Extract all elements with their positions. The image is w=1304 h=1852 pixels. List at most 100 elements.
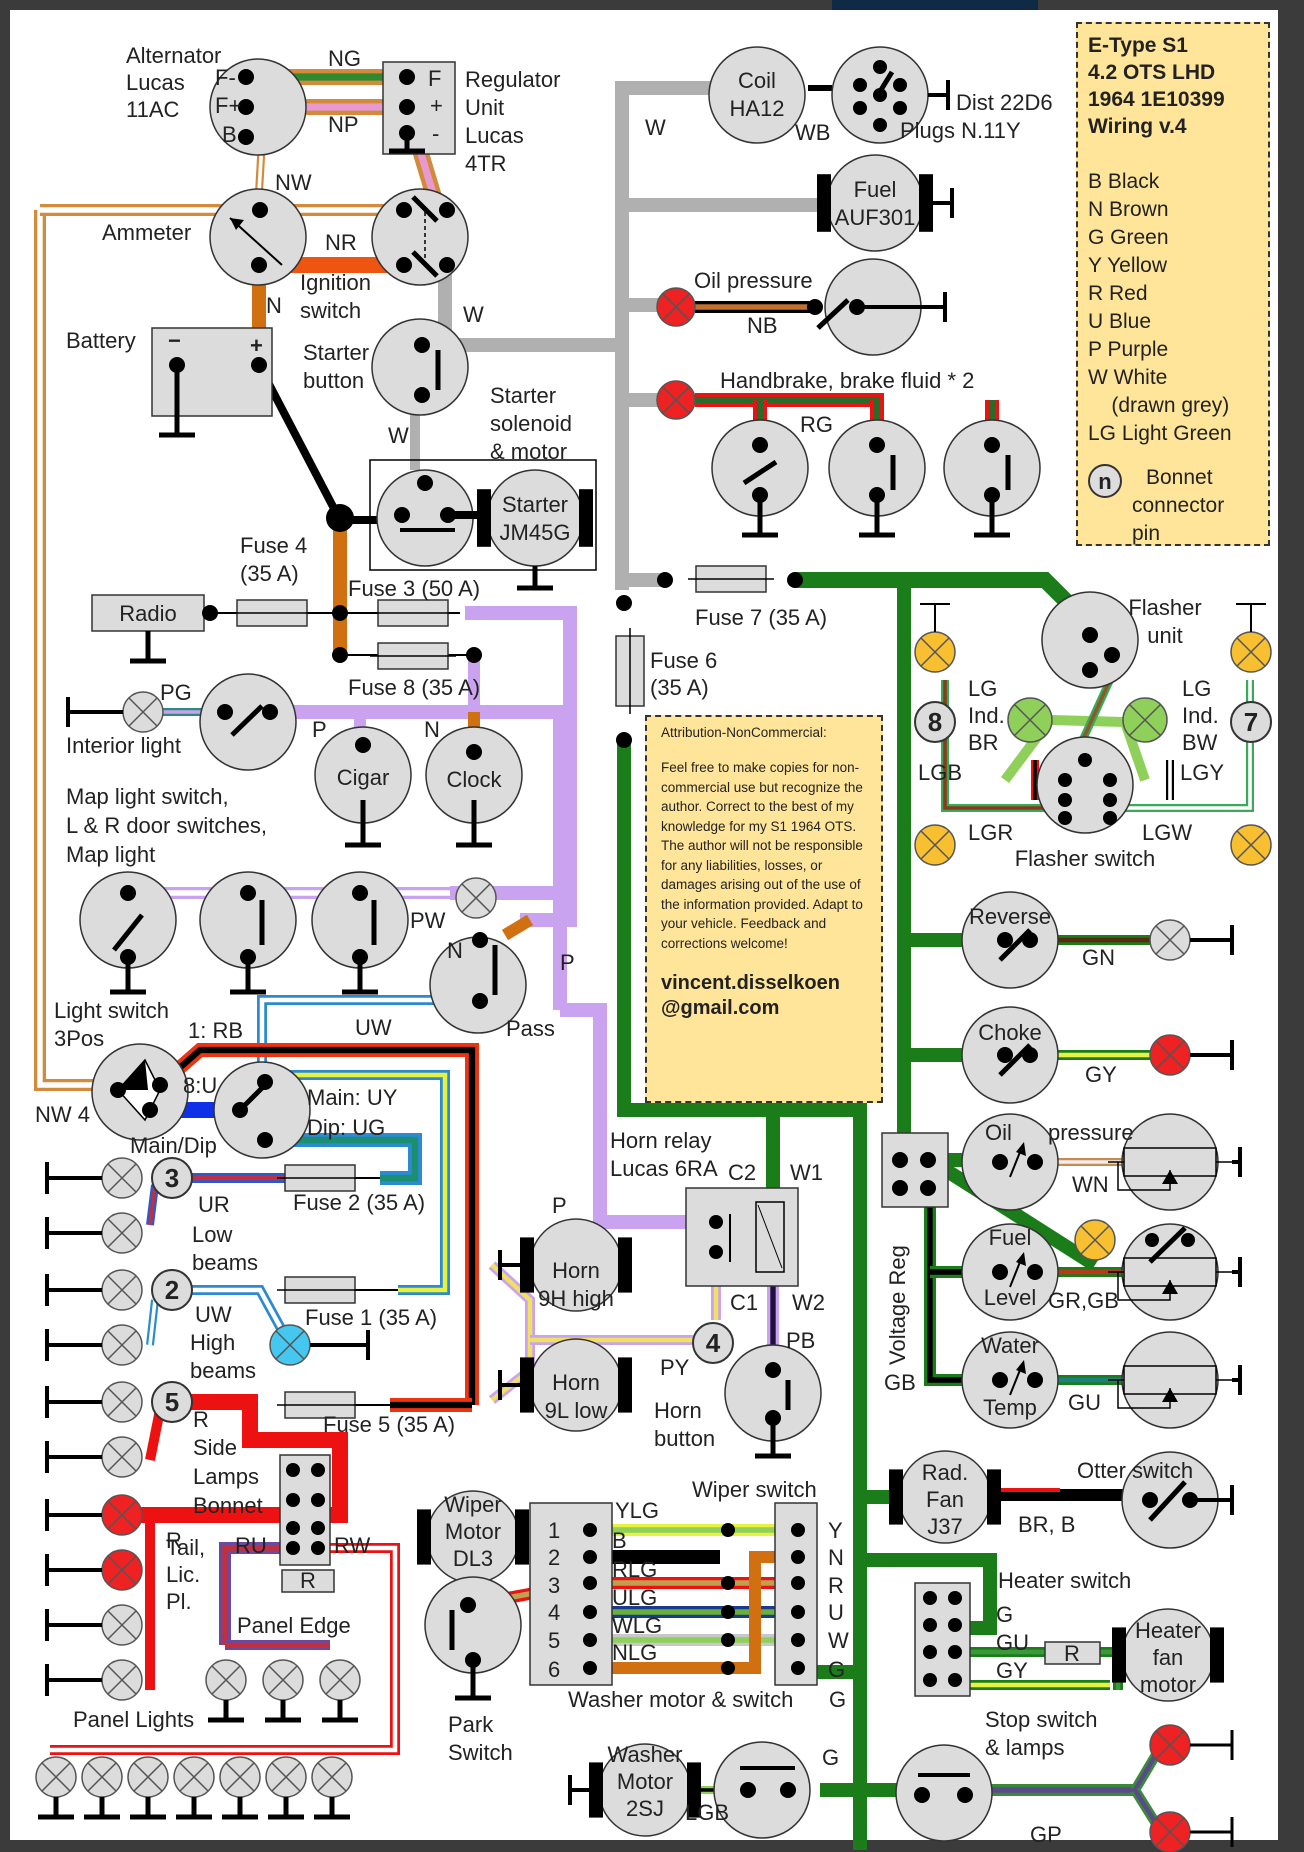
left-lamp-icon-cross: [107, 1442, 137, 1472]
panel-edge-lamp-icon-cross: [268, 1665, 298, 1695]
wire-color-label: ULG: [612, 1585, 657, 1610]
terminal-dot: [992, 1264, 1008, 1280]
fuel-level-sender-arrow: [1162, 1280, 1178, 1294]
wire-color-label: RLG: [612, 1557, 657, 1582]
wire-color-label: BR, B: [1018, 1512, 1075, 1537]
wire-color-label: GB: [884, 1370, 916, 1395]
heater-motor-label: fan: [1153, 1645, 1184, 1670]
horn-high-right-cap: [618, 1237, 632, 1293]
horn-high-label: 9H high: [538, 1286, 614, 1311]
wire-uy-tracer: [262, 1072, 448, 1293]
left-lamp-ground-icon: [45, 1609, 102, 1641]
fuse-4-rating: (35 A): [240, 561, 299, 586]
horn-low-label: Horn: [552, 1370, 600, 1395]
park-switch-label: Switch: [448, 1740, 513, 1765]
fuse-3-label: Fuse 3 (50 A): [348, 576, 480, 601]
terminal-dot: [765, 1362, 781, 1378]
terminal-dot: [1082, 662, 1098, 678]
panel-light-ground-icon: [314, 1797, 350, 1820]
horn-button-ground-icon: [755, 1418, 791, 1459]
starter-assembly-box: [369, 459, 597, 571]
relay-pin-label: C1: [730, 1290, 758, 1315]
terminal-dot: [414, 337, 430, 353]
oil-pressure-sender-arrow: [1162, 1170, 1178, 1184]
connector-pin-5: [151, 1381, 193, 1423]
washer-motor-right-cap: [687, 1762, 701, 1818]
fuse-1-label: Fuse 1 (35 A): [305, 1305, 437, 1330]
wire-p-interior: [270, 705, 567, 1010]
heater-fan-motor-right-cap: [1210, 1627, 1224, 1683]
heater-switch-contact: [923, 1618, 937, 1632]
wiper-motor-label: DL3: [453, 1546, 493, 1571]
terminal-dot: [142, 1102, 158, 1118]
right-indicator-label: Ind.: [1182, 703, 1219, 728]
wiper-motor-label: Motor: [445, 1519, 501, 1544]
interior-light-lamp-icon-cross: [128, 697, 158, 727]
distributor-contact: [873, 118, 887, 132]
distributor-contact: [893, 101, 907, 115]
left-lamp-icon-cross: [107, 1275, 137, 1305]
relay-pin-label: W1: [790, 1160, 823, 1185]
wiper-switch-pin: [791, 1550, 805, 1564]
left-indicator-label: Ind.: [968, 703, 1005, 728]
side-lamps-label: Lamps: [193, 1464, 259, 1489]
flasher-unit-label: Flasher: [1128, 595, 1201, 620]
terminal-dot: [1082, 627, 1098, 643]
battery-junction: [326, 504, 354, 532]
wiper-motor-pin: [583, 1605, 597, 1619]
flasher-switch-contact: [1103, 793, 1117, 807]
horn-high-label: Horn: [552, 1258, 600, 1283]
wire-color-label: G: [996, 1602, 1013, 1627]
otter-switch-label: Otter switch: [1077, 1458, 1193, 1483]
wiper-motor-pin: [583, 1633, 597, 1647]
wire-uw-high-tracer: [188, 1287, 292, 1347]
reverse-lamp-icon-cross: [1155, 925, 1185, 955]
author-email[interactable]: vincent.disselkoen @gmail.com: [661, 971, 867, 1021]
starter-button-body: [371, 318, 469, 416]
connector-pin-8: [914, 701, 956, 743]
fuel-gauge-label: Fuel: [989, 1225, 1032, 1250]
tail-lamps-label: Tail,: [166, 1535, 205, 1560]
side-lamp-switch-contact: [286, 1493, 300, 1507]
terminal-dot: [1104, 647, 1120, 663]
heater-motor-label: Heater: [1135, 1618, 1201, 1643]
stop-lamp-ground-icon: [1190, 1817, 1234, 1847]
left-lamp-ground-icon: [45, 1441, 102, 1473]
terminal-dot: [807, 299, 823, 315]
wire-ru-tracer: [222, 1545, 298, 1645]
flasher-switch-contact: [1078, 753, 1092, 767]
left-lamp-ground-icon: [45, 1499, 102, 1531]
reverse-label: Reverse: [969, 904, 1051, 929]
distributor-arm: [873, 70, 895, 100]
terminal-dot: [920, 1180, 936, 1196]
map-light-switch-ground-icon: [110, 957, 146, 995]
wire-color-label: N: [266, 293, 282, 318]
title-block: E-Type S1 4.2 OTS LHD 1964 1E10399 Wirin…: [1088, 32, 1258, 140]
terminal-dot: [439, 202, 455, 218]
left-indicator-label: LG: [968, 676, 997, 701]
oil-gauge-label: pressure: [1048, 1120, 1134, 1145]
heater-switch-contact: [948, 1673, 962, 1687]
relay-pin-label: W2: [792, 1290, 825, 1315]
alt-pin-label: F-: [215, 65, 236, 90]
panel-resistor: [281, 1569, 335, 1593]
light-switch-rotor-fill: [118, 1060, 148, 1090]
oil-pressure-gauge: [961, 1113, 1059, 1211]
notice-body: Feel free to make copies for non-commerc…: [661, 760, 863, 951]
map-light-lamp-icon-cross: [461, 883, 491, 913]
alt-pin-label: B: [222, 122, 237, 147]
wire-color-label: RW: [334, 1533, 370, 1558]
terminal-dot: [355, 737, 371, 753]
low-beams-label: beams: [192, 1250, 258, 1275]
wire-color-label: WB: [795, 120, 830, 145]
wiper-pin-letter: U: [828, 1600, 844, 1625]
side-lamp-switch-contact: [286, 1521, 300, 1535]
regulator-ground-icon: [389, 133, 425, 154]
clock-ground-icon: [456, 800, 492, 848]
wire-color-label: 8:U: [183, 1073, 217, 1098]
terminal-dot: [202, 605, 218, 621]
distributor-ground-icon: [928, 80, 950, 110]
alternator-body: [209, 58, 307, 156]
